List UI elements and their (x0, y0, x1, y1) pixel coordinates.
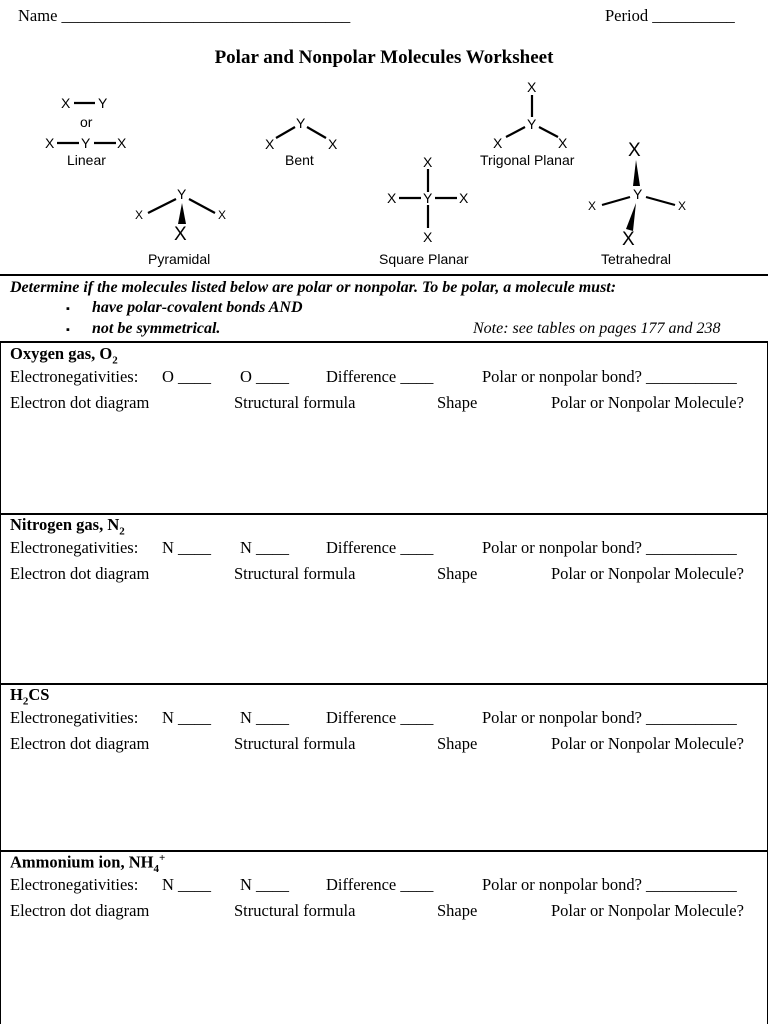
instructions: Determine if the molecules listed below … (10, 279, 617, 296)
atom1-blank[interactable]: N ____ (162, 538, 212, 557)
difference-blank[interactable]: Difference ____ (326, 538, 434, 557)
atom-x: X (135, 208, 144, 222)
polar-bond-blank[interactable]: Polar or nonpolar bond? ___________ (482, 708, 737, 727)
section-title: Oxygen gas, O2 (10, 344, 118, 367)
page-note: Note: see tables on pages 177 and 238 (473, 320, 721, 337)
polar-molecule-label: Polar or Nonpolar Molecule? (551, 901, 744, 920)
atom-x: X (493, 135, 503, 151)
atom-x: X (423, 154, 433, 170)
electron-dot-label: Electron dot diagram (10, 734, 150, 753)
polar-bond-blank[interactable]: Polar or nonpolar bond? ___________ (482, 538, 737, 557)
instruction-bullet-2: not be symmetrical. (92, 320, 221, 337)
tetrahedral-label: Tetrahedral (601, 251, 672, 267)
bullet-icon: ▪ (66, 303, 70, 315)
structural-formula-label: Structural formula (234, 734, 356, 753)
atom-x: X (558, 135, 568, 151)
square-planar-label: Square Planar (379, 251, 469, 267)
atom-x: X (678, 199, 687, 213)
or-label: or (80, 114, 93, 130)
atom1-blank[interactable]: O ____ (162, 367, 212, 386)
electronegativities-label: Electronegativities: (10, 708, 139, 727)
polar-molecule-label: Polar or Nonpolar Molecule? (551, 393, 744, 412)
atom2-blank[interactable]: N ____ (240, 538, 290, 557)
difference-blank[interactable]: Difference ____ (326, 875, 434, 894)
section-title: Ammonium ion, NH4+ (10, 852, 166, 875)
atom-x: X (387, 190, 397, 206)
electron-dot-label: Electron dot diagram (10, 901, 150, 920)
section-divider (0, 850, 768, 852)
atom-x: X (423, 229, 433, 245)
shape-label: Shape (437, 564, 478, 583)
wedge-bond (626, 203, 636, 231)
wedge-bond (633, 160, 640, 186)
polar-molecule-label: Polar or Nonpolar Molecule? (551, 564, 744, 583)
structural-formula-label: Structural formula (234, 564, 356, 583)
pyramidal-label: Pyramidal (148, 251, 211, 267)
atom-x: X (117, 135, 127, 151)
atom-x: X (265, 136, 275, 152)
section-title: Nitrogen gas, N2 (10, 515, 125, 538)
instruction-bullet-1: have polar-covalent bonds AND (92, 299, 303, 316)
electronegativities-label: Electronegativities: (10, 538, 139, 557)
polar-bond-blank[interactable]: Polar or nonpolar bond? ___________ (482, 875, 737, 894)
polar-bond-blank[interactable]: Polar or nonpolar bond? ___________ (482, 367, 737, 386)
atom-x: X (622, 229, 635, 250)
atom1-blank[interactable]: N ____ (162, 708, 212, 727)
section-title: H2CS (10, 685, 50, 708)
electronegativities-label: Electronegativities: (10, 367, 139, 386)
bullet-icon: ▪ (66, 324, 70, 336)
period-field[interactable]: Period __________ (605, 6, 735, 25)
atom2-blank[interactable]: N ____ (240, 708, 290, 727)
wedge-bond (178, 203, 186, 224)
page-title: Polar and Nonpolar Molecules Worksheet (214, 47, 554, 68)
atom-y: Y (81, 135, 91, 151)
atom-x: X (628, 140, 641, 161)
atom-y: Y (423, 190, 433, 206)
structural-formula-label: Structural formula (234, 901, 356, 920)
atom2-blank[interactable]: O ____ (240, 367, 290, 386)
structural-formula-label: Structural formula (234, 393, 356, 412)
section-divider (0, 683, 768, 685)
trigonal-planar-label: Trigonal Planar (480, 152, 575, 168)
atom-x: X (45, 135, 55, 151)
atom-x: X (527, 79, 537, 95)
atom-x: X (459, 190, 469, 206)
electron-dot-label: Electron dot diagram (10, 564, 150, 583)
bent-label: Bent (285, 152, 314, 168)
difference-blank[interactable]: Difference ____ (326, 708, 434, 727)
atom2-blank[interactable]: N ____ (240, 875, 290, 894)
electronegativities-label: Electronegativities: (10, 875, 139, 894)
atom-x: X (328, 136, 338, 152)
shape-label: Shape (437, 901, 478, 920)
shape-label: Shape (437, 734, 478, 753)
polar-molecule-label: Polar or Nonpolar Molecule? (551, 734, 744, 753)
shape-label: Shape (437, 393, 478, 412)
difference-blank[interactable]: Difference ____ (326, 367, 434, 386)
name-field[interactable]: Name ___________________________________ (18, 6, 351, 25)
section-divider (0, 341, 768, 343)
section-divider (0, 513, 768, 515)
atom-y: Y (296, 115, 306, 131)
atom-y: Y (98, 95, 108, 111)
linear-label: Linear (67, 152, 106, 168)
atom-x: X (61, 95, 71, 111)
atom1-blank[interactable]: N ____ (162, 875, 212, 894)
electron-dot-label: Electron dot diagram (10, 393, 150, 412)
atom-x: X (588, 199, 597, 213)
shapes-diagram (57, 95, 676, 231)
atom-x: X (218, 208, 227, 222)
atom-y: Y (633, 186, 643, 202)
atom-y: Y (527, 116, 537, 132)
divider (0, 274, 768, 276)
atom-y: Y (177, 186, 187, 202)
atom-x: X (174, 224, 187, 245)
